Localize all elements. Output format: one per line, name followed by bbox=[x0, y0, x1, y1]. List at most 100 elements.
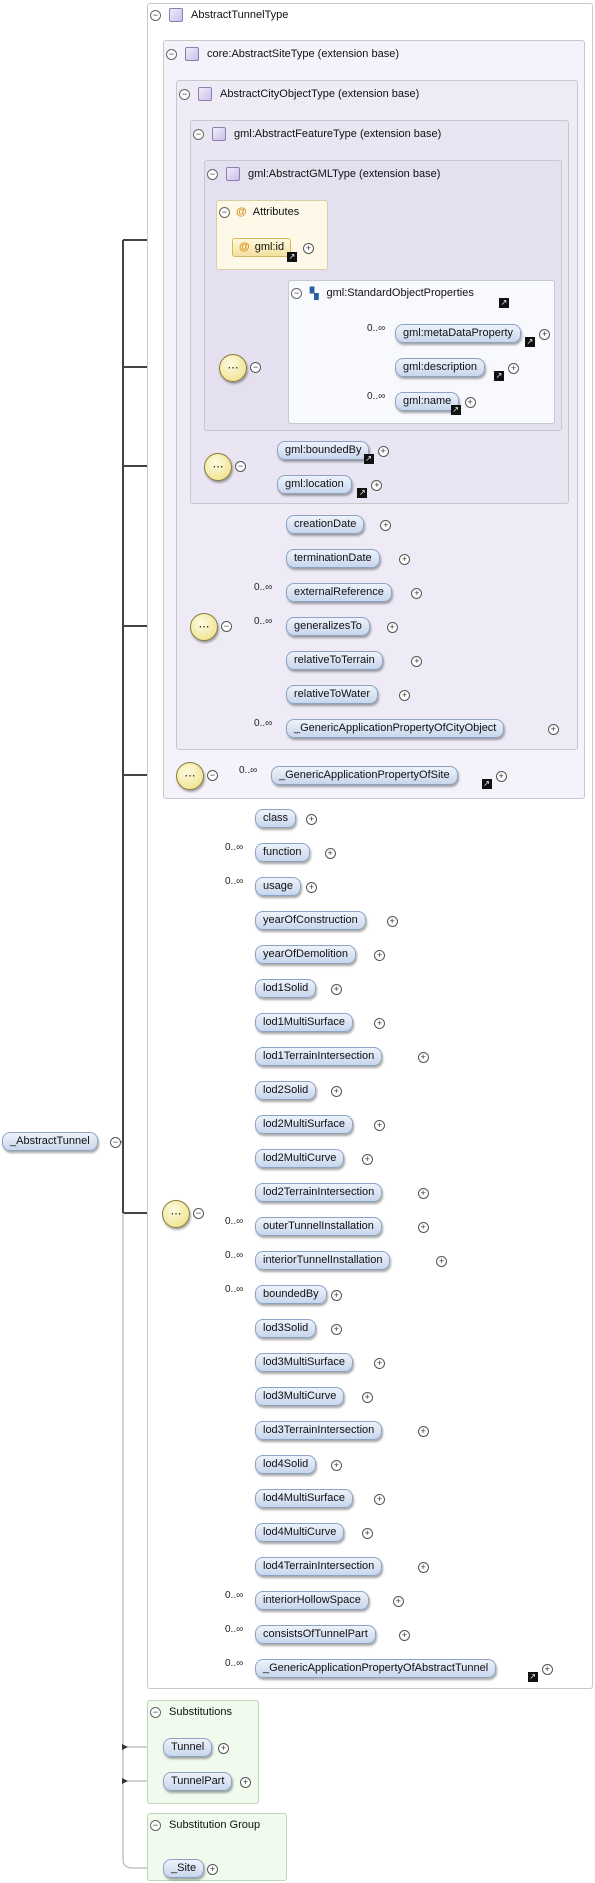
element-lod2multisurface[interactable]: lod2MultiSurface bbox=[255, 1115, 353, 1134]
jump-link-icon[interactable]: ↗ bbox=[363, 454, 374, 464]
element-gml-description[interactable]: gml:description bbox=[395, 358, 485, 377]
substitution-tunnel-part[interactable]: TunnelPart bbox=[163, 1772, 233, 1791]
collapse-toggle-icon[interactable]: − bbox=[221, 621, 232, 632]
expand-icon[interactable]: + bbox=[539, 329, 550, 340]
element-lod4solid[interactable]: lod4Solid bbox=[255, 1455, 317, 1474]
element-lod4multicurve[interactable]: lod4MultiCurve bbox=[255, 1523, 345, 1542]
element-consistsoftunnelpart[interactable]: consistsOfTunnelPart bbox=[255, 1625, 376, 1644]
element-relativetoterrain[interactable]: relativeToTerrain bbox=[286, 651, 383, 670]
jump-link-icon[interactable]: ↗ bbox=[494, 371, 504, 381]
element-lod3terrainintersection[interactable]: lod3TerrainIntersection bbox=[255, 1421, 383, 1440]
expand-icon[interactable]: + bbox=[547, 724, 559, 735]
element-outertunnelinstallation[interactable]: outerTunnelInstallation bbox=[255, 1217, 382, 1236]
jump-link-icon[interactable]: ↗ bbox=[527, 1672, 538, 1682]
type-header-abstract-tunnel-type[interactable]: − AbstractTunnelType bbox=[150, 7, 288, 23]
element-creationdate[interactable]: creationDate bbox=[286, 515, 365, 534]
element-lod1solid[interactable]: lod1Solid bbox=[255, 979, 317, 998]
element-externalreference[interactable]: externalReference bbox=[286, 583, 392, 602]
element-interiorhollowspace[interactable]: interiorHollowSpace bbox=[255, 1591, 369, 1610]
root-element-abstract-tunnel[interactable]: _AbstractTunnel bbox=[2, 1132, 98, 1151]
expand-icon[interactable]: + bbox=[374, 1494, 386, 1505]
expand-icon[interactable]: + bbox=[399, 690, 410, 701]
attributes-header[interactable]: − @ Attributes bbox=[219, 204, 299, 220]
element-gml-location[interactable]: gml:location bbox=[277, 475, 352, 494]
expand-icon[interactable]: + bbox=[417, 1222, 429, 1233]
substitution-group-header[interactable]: − Substitution Group bbox=[150, 1817, 260, 1833]
element-relativetowater[interactable]: relativeToWater bbox=[286, 685, 379, 704]
expand-icon[interactable]: + bbox=[330, 1460, 342, 1471]
expand-icon[interactable]: + bbox=[361, 1528, 373, 1539]
collapse-toggle-icon[interactable]: − bbox=[250, 362, 261, 373]
collapse-toggle-icon[interactable]: − bbox=[235, 461, 246, 472]
expand-icon[interactable]: + bbox=[392, 1596, 404, 1607]
expand-icon[interactable]: + bbox=[541, 1664, 553, 1675]
expand-icon[interactable]: + bbox=[361, 1392, 373, 1403]
attribute-gml-id[interactable]: @gml:id bbox=[232, 238, 292, 257]
substitution-group-site[interactable]: _Site bbox=[163, 1859, 205, 1878]
expand-icon[interactable]: + bbox=[330, 1086, 342, 1097]
element-terminationdate[interactable]: terminationDate bbox=[286, 549, 380, 568]
group-header-standard-object-properties[interactable]: − ▚ gml:StandardObjectProperties bbox=[291, 285, 474, 301]
expand-icon[interactable]: + bbox=[386, 916, 398, 927]
collapse-toggle-icon[interactable]: − bbox=[166, 48, 177, 60]
type-header-abstract-site-type[interactable]: − core:AbstractSiteType (extension base) bbox=[166, 46, 399, 62]
element-usage[interactable]: usage bbox=[255, 877, 301, 896]
element-class[interactable]: class bbox=[255, 809, 297, 828]
element-boundedby[interactable]: boundedBy bbox=[255, 1285, 327, 1304]
expand-icon[interactable]: + bbox=[330, 984, 342, 995]
element-lod2multicurve[interactable]: lod2MultiCurve bbox=[255, 1149, 345, 1168]
collapse-toggle-icon[interactable]: − bbox=[291, 287, 302, 299]
collapse-toggle-icon[interactable]: − bbox=[150, 1706, 161, 1718]
element-genericapplicationpropertyofsite[interactable]: _GenericApplicationPropertyOfSite bbox=[271, 766, 458, 785]
expand-icon[interactable]: + bbox=[464, 397, 476, 408]
substitutions-header[interactable]: − Substitutions bbox=[150, 1704, 232, 1720]
jump-link-icon[interactable]: ↗ bbox=[357, 488, 368, 498]
expand-icon[interactable]: + bbox=[508, 363, 519, 374]
jump-link-icon[interactable]: ↗ bbox=[450, 405, 461, 415]
expand-icon[interactable]: + bbox=[240, 1777, 251, 1788]
element-function[interactable]: function bbox=[255, 843, 310, 862]
type-header-abstract-gml-type[interactable]: − gml:AbstractGMLType (extension base) bbox=[207, 166, 440, 182]
expand-icon[interactable]: + bbox=[218, 1743, 229, 1754]
expand-icon[interactable]: + bbox=[303, 243, 314, 254]
element-interiortunnelinstallation[interactable]: interiorTunnelInstallation bbox=[255, 1251, 391, 1270]
type-header-abstract-feature-type[interactable]: − gml:AbstractFeatureType (extension bas… bbox=[193, 126, 441, 142]
expand-icon[interactable]: + bbox=[374, 1018, 386, 1029]
expand-icon[interactable]: + bbox=[417, 1426, 429, 1437]
collapse-toggle-icon[interactable]: − bbox=[110, 1137, 121, 1148]
collapse-toggle-icon[interactable]: − bbox=[179, 88, 190, 100]
element-lod4terrainintersection[interactable]: lod4TerrainIntersection bbox=[255, 1557, 383, 1576]
element-yearofdemolition[interactable]: yearOfDemolition bbox=[255, 945, 356, 964]
element-generalizesto[interactable]: generalizesTo bbox=[286, 617, 370, 636]
collapse-toggle-icon[interactable]: − bbox=[207, 770, 218, 781]
expand-icon[interactable]: + bbox=[361, 1154, 373, 1165]
expand-icon[interactable]: + bbox=[417, 1052, 429, 1063]
element-lod3multicurve[interactable]: lod3MultiCurve bbox=[255, 1387, 345, 1406]
collapse-toggle-icon[interactable]: − bbox=[150, 9, 161, 21]
element-lod1terrainintersection[interactable]: lod1TerrainIntersection bbox=[255, 1047, 383, 1066]
element-lod4multisurface[interactable]: lod4MultiSurface bbox=[255, 1489, 353, 1508]
expand-icon[interactable]: + bbox=[386, 622, 398, 633]
expand-icon[interactable]: + bbox=[417, 1188, 429, 1199]
element-lod3solid[interactable]: lod3Solid bbox=[255, 1319, 317, 1338]
expand-icon[interactable]: + bbox=[374, 1358, 386, 1369]
expand-icon[interactable]: + bbox=[371, 480, 383, 491]
expand-icon[interactable]: + bbox=[330, 1290, 342, 1301]
element-gml-name[interactable]: gml:name bbox=[395, 392, 460, 411]
expand-icon[interactable]: + bbox=[411, 656, 423, 667]
expand-icon[interactable]: + bbox=[411, 588, 423, 599]
expand-icon[interactable]: + bbox=[417, 1562, 429, 1573]
substitution-tunnel[interactable]: Tunnel bbox=[163, 1738, 213, 1757]
element-lod2solid[interactable]: lod2Solid bbox=[255, 1081, 317, 1100]
collapse-toggle-icon[interactable]: − bbox=[219, 206, 230, 218]
jump-link-icon[interactable]: ↗ bbox=[499, 298, 509, 308]
expand-icon[interactable]: + bbox=[374, 1120, 386, 1131]
element-lod2terrainintersection[interactable]: lod2TerrainIntersection bbox=[255, 1183, 383, 1202]
expand-icon[interactable]: + bbox=[207, 1864, 218, 1875]
expand-icon[interactable]: + bbox=[399, 554, 410, 565]
expand-icon[interactable]: + bbox=[399, 1630, 410, 1641]
jump-link-icon[interactable]: ↗ bbox=[287, 252, 297, 262]
type-header-abstract-city-object-type[interactable]: − AbstractCityObjectType (extension base… bbox=[179, 86, 419, 102]
element-yearofconstruction[interactable]: yearOfConstruction bbox=[255, 911, 366, 930]
jump-link-icon[interactable]: ↗ bbox=[481, 779, 492, 789]
